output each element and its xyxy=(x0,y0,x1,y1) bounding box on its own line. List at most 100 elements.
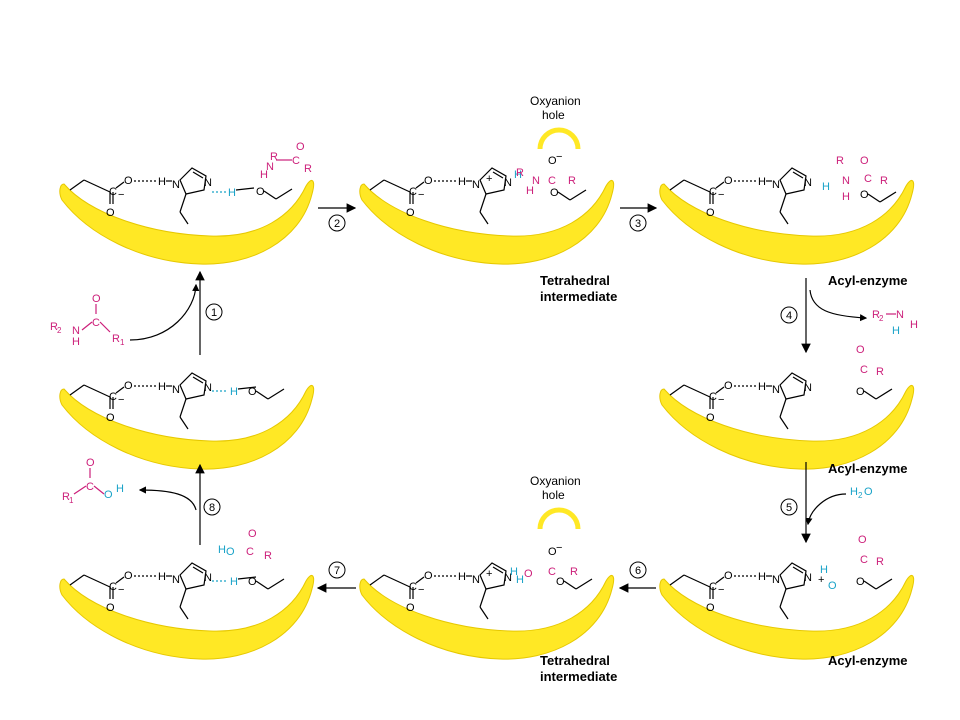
enzyme-surface xyxy=(59,384,315,470)
step-number: 8 xyxy=(209,502,215,514)
atom-r2: R xyxy=(50,321,58,333)
arrow-acid-out xyxy=(138,486,197,511)
enzyme-surface xyxy=(659,574,915,660)
subscript: 2 xyxy=(57,326,62,335)
atom-r2: R xyxy=(270,151,278,163)
bond-line xyxy=(369,179,385,191)
step-circle xyxy=(203,498,221,516)
imidazole-ring xyxy=(779,167,807,195)
atom-n: N xyxy=(72,325,80,337)
atom-h: H xyxy=(228,187,236,199)
bond-line xyxy=(669,179,685,191)
atom-h: H xyxy=(526,185,534,197)
step-circle xyxy=(780,498,798,516)
caption-line: Acyl-enzyme xyxy=(828,461,907,476)
atom-o: O xyxy=(856,576,865,588)
step-circle xyxy=(328,561,346,579)
arrow-amine-out xyxy=(809,289,868,322)
atom-o: O xyxy=(524,568,533,580)
atom-o: O xyxy=(124,175,133,187)
step-circle xyxy=(328,214,346,232)
step-8: 8 xyxy=(203,498,221,516)
caption-acyl-2: Acyl-enzyme xyxy=(828,461,907,476)
atom-h: H xyxy=(510,566,518,578)
bond-line xyxy=(179,588,187,608)
imidazole-ring xyxy=(179,372,207,400)
bond-line xyxy=(255,580,269,590)
bond-line xyxy=(557,191,571,201)
bond-line xyxy=(81,321,93,331)
atom-n: N xyxy=(204,572,212,584)
bond-line xyxy=(492,566,504,574)
bond-line xyxy=(779,416,789,430)
atom-o: O xyxy=(706,207,715,219)
bond-line xyxy=(792,376,804,384)
atom-n: N xyxy=(266,161,274,173)
atom-h: H xyxy=(850,486,858,498)
bond-line xyxy=(235,187,255,191)
charge-minus: − xyxy=(418,584,424,596)
atom-r1: R xyxy=(304,163,312,175)
bond-line xyxy=(415,181,425,189)
atom-o: O xyxy=(248,528,257,540)
step-4: 4 xyxy=(780,306,798,324)
atom-c: C xyxy=(92,317,100,329)
atom-h: H xyxy=(458,571,466,583)
atom-c: C xyxy=(109,186,117,198)
bond-line xyxy=(69,384,85,396)
step-1: 1 xyxy=(205,303,223,321)
bond-line xyxy=(875,388,893,400)
atom-o: O xyxy=(724,380,733,392)
step-number: 5 xyxy=(786,502,792,514)
oxyanion-label-line1: Oxyanion xyxy=(530,94,581,108)
atom-o: O xyxy=(86,457,95,469)
atom-h: H xyxy=(218,544,226,556)
charge-minus: − xyxy=(718,189,724,201)
atom-h: H xyxy=(116,483,124,495)
charge-minus: − xyxy=(718,394,724,406)
bond-line xyxy=(479,211,489,225)
imidazole-ring xyxy=(479,562,507,590)
bond-line xyxy=(267,578,285,590)
bond-line xyxy=(179,211,189,225)
atom-c: C xyxy=(709,186,717,198)
oxyanion-label-line2: hole xyxy=(542,488,565,502)
atom-c: C xyxy=(864,173,872,185)
bond-line xyxy=(683,384,711,398)
atom-h: H xyxy=(892,325,900,337)
atom-o: O xyxy=(406,207,415,219)
atom-o: O xyxy=(856,386,865,398)
bond-line xyxy=(179,398,187,418)
step-5: 5 xyxy=(780,498,798,516)
atom-c: C xyxy=(548,566,556,578)
bond-line xyxy=(275,188,293,200)
atom-o: O xyxy=(92,293,101,305)
bond-line xyxy=(267,388,285,400)
atom-c: C xyxy=(109,581,117,593)
atom-n: N xyxy=(472,574,480,586)
atom-c: C xyxy=(709,581,717,593)
atom-n: N xyxy=(172,574,180,586)
bond-line xyxy=(779,193,787,213)
atom-o: O xyxy=(828,580,837,592)
charge-minus: − xyxy=(118,189,124,201)
atom-c: C xyxy=(86,481,94,493)
atom-h: H xyxy=(758,571,766,583)
bond-line xyxy=(479,606,489,620)
bond-line xyxy=(255,390,269,400)
step-3: 3 xyxy=(629,214,647,232)
step-circle xyxy=(629,561,647,579)
bond-line xyxy=(192,171,204,179)
atom-o: O xyxy=(548,546,557,558)
step-number: 7 xyxy=(334,565,340,577)
bond-line xyxy=(237,386,257,390)
atom-h: H xyxy=(820,564,828,576)
bond-line xyxy=(192,566,204,574)
atom-n: N xyxy=(532,175,540,187)
atom-h: H xyxy=(514,169,522,181)
atom-o: O xyxy=(424,175,433,187)
